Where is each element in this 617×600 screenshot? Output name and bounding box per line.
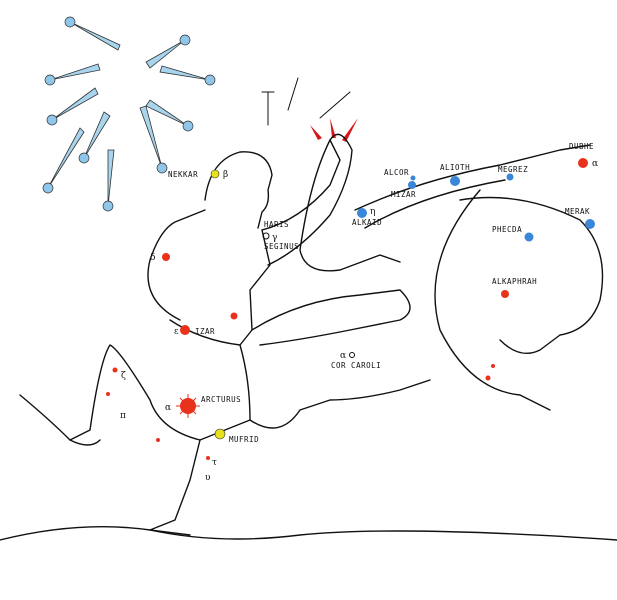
flame-icon bbox=[310, 118, 358, 142]
mizar-label: MIZAR bbox=[391, 190, 416, 199]
leg-star bbox=[156, 438, 160, 442]
ground-line bbox=[0, 525, 617, 541]
rho-star bbox=[230, 312, 238, 320]
alcor-label: ALCOR bbox=[384, 168, 409, 177]
delta-star bbox=[162, 253, 170, 261]
alkaid-star bbox=[357, 208, 367, 218]
alkaphrah-star bbox=[501, 290, 509, 298]
seginus-star bbox=[262, 232, 270, 240]
nekkar-greek: β bbox=[223, 170, 228, 180]
hill-line bbox=[19, 394, 71, 441]
mufrid-label: MUFRID bbox=[229, 435, 259, 444]
megrez-label: MEGREZ bbox=[498, 165, 528, 174]
cor-caroli-star bbox=[349, 352, 355, 358]
alioth-star bbox=[450, 176, 460, 186]
ursa-star bbox=[485, 375, 491, 381]
zeta-star bbox=[112, 367, 118, 373]
tau-greek: τ bbox=[212, 458, 217, 468]
seginus-label: SEGINUS bbox=[264, 242, 299, 251]
leg-star bbox=[206, 456, 210, 460]
cor-caroli-greek: α bbox=[340, 351, 346, 361]
alcor-star bbox=[410, 175, 416, 181]
phecda-star bbox=[524, 232, 534, 242]
megrez-star bbox=[506, 173, 514, 181]
meteor-stars bbox=[42, 16, 216, 212]
pi-greek: π bbox=[120, 411, 126, 421]
nekkar-star bbox=[210, 169, 220, 179]
bootes-figure bbox=[69, 133, 431, 536]
zeta-greek: ζ bbox=[121, 371, 126, 381]
dubhe-star bbox=[578, 158, 588, 168]
dubhe-label: DUBHE bbox=[569, 142, 594, 151]
phecda-label: PHECDA bbox=[492, 225, 522, 234]
small-meteors bbox=[261, 77, 351, 126]
cor-caroli-label: COR CAROLI bbox=[331, 361, 381, 370]
ursa-major-figure bbox=[354, 144, 604, 411]
alkaphrah-label: ALKAPHRAH bbox=[492, 277, 537, 286]
izar-star bbox=[180, 325, 190, 335]
alkaid-label: ALKAID bbox=[352, 218, 382, 227]
izar-greek: ε bbox=[174, 327, 179, 337]
nekkar-label: NEKKAR bbox=[168, 170, 198, 179]
alkaid-greek: η bbox=[370, 207, 375, 217]
izar-label: IZAR bbox=[195, 327, 215, 336]
arcturus-greek: α bbox=[165, 403, 171, 413]
meteor-shower bbox=[47, 21, 211, 207]
haris-label: HARIS bbox=[264, 220, 289, 229]
seginus-greek: γ bbox=[272, 233, 277, 243]
merak-label: MERAK bbox=[565, 207, 590, 216]
leg-star bbox=[106, 392, 110, 396]
mizar-star bbox=[408, 181, 416, 189]
dubhe-greek: α bbox=[592, 159, 598, 169]
ursa-star bbox=[491, 364, 495, 368]
delta-greek: δ bbox=[150, 253, 155, 263]
merak-star bbox=[585, 219, 595, 229]
upsilon-greek: υ bbox=[205, 473, 211, 483]
arcturus-star bbox=[176, 394, 200, 418]
alioth-label: ALIOTH bbox=[440, 163, 470, 172]
arcturus-label: ARCTURUS bbox=[201, 395, 241, 404]
mufrid-star bbox=[214, 428, 226, 440]
